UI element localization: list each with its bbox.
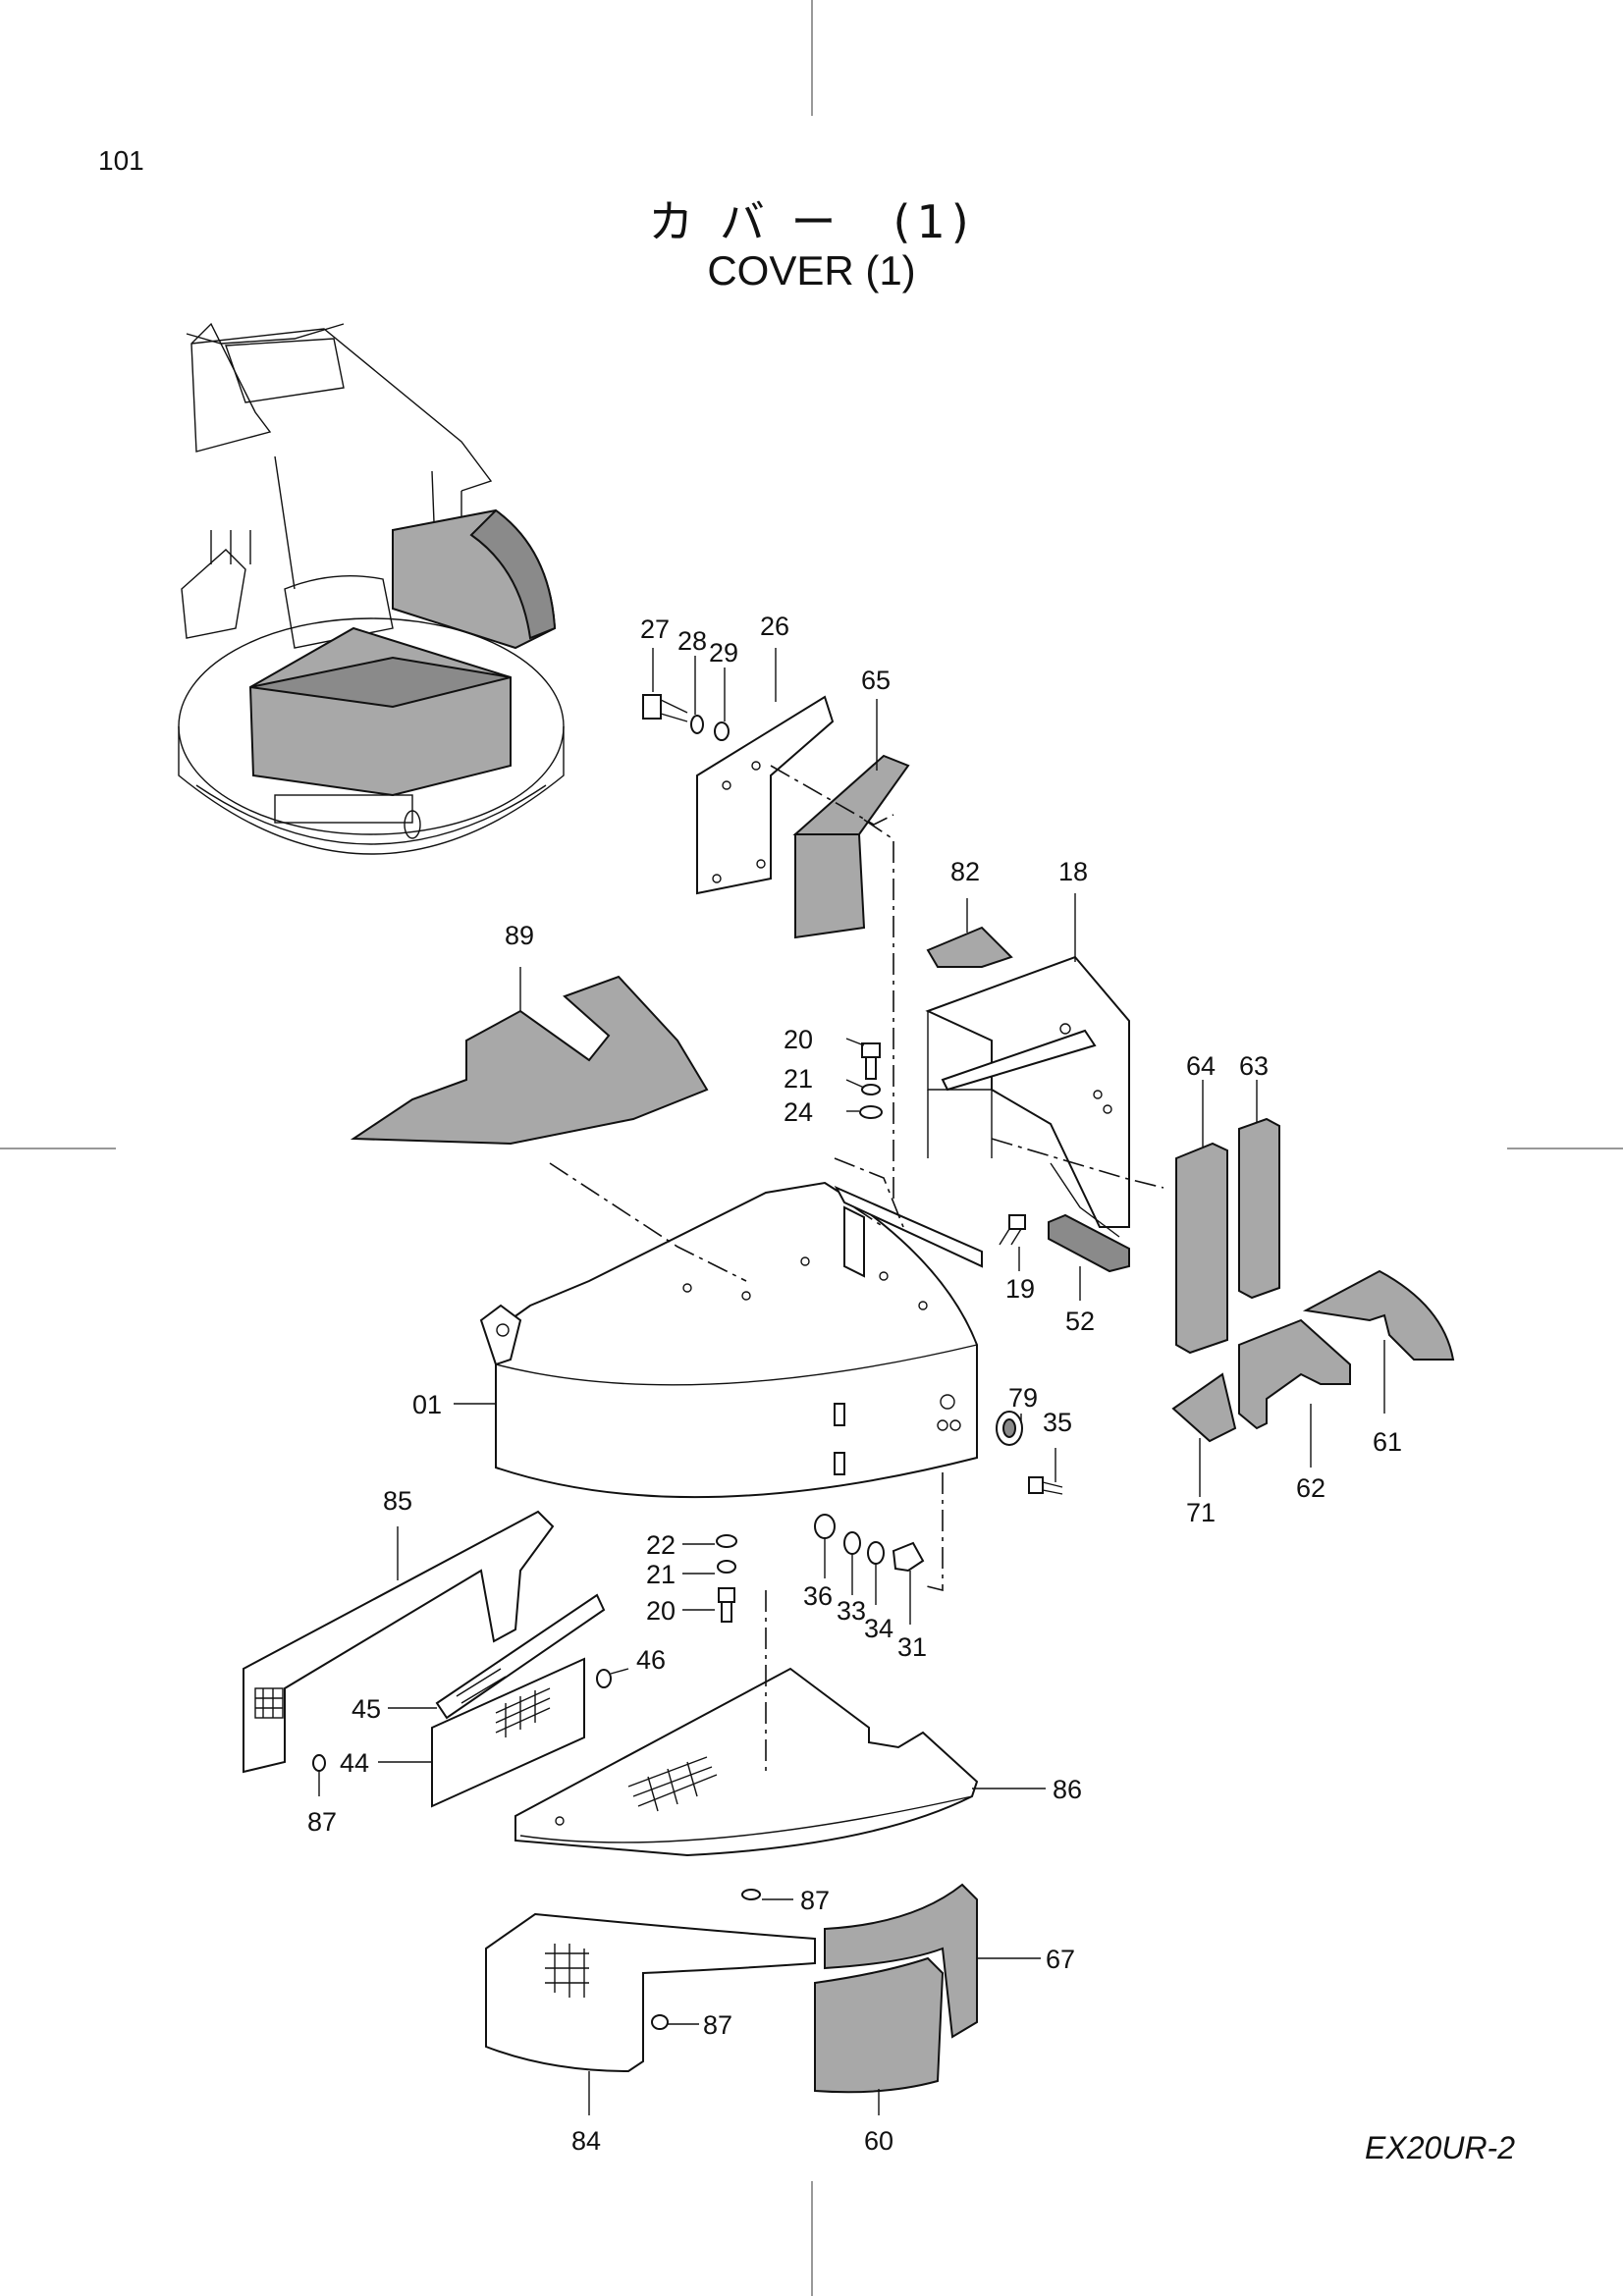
callout-64: 64 [1186, 1051, 1216, 1081]
callout-01: 01 [412, 1390, 442, 1419]
callout-21-upper: 21 [784, 1064, 813, 1094]
callout-27: 27 [640, 614, 670, 644]
callout-labels: 27 28 29 26 65 82 18 89 20 21 24 64 63 1… [307, 612, 1402, 2156]
callout-79: 79 [1008, 1383, 1038, 1413]
part-18-bracket-frame [925, 955, 1130, 1238]
callout-60: 60 [864, 2126, 893, 2156]
part-60-pad [814, 1956, 945, 2094]
callout-84: 84 [571, 2126, 601, 2156]
callout-20-upper: 20 [784, 1025, 813, 1054]
callout-85: 85 [383, 1486, 412, 1516]
bolt-19 [999, 1214, 1026, 1246]
callout-87-c: 87 [703, 2010, 732, 2040]
callout-22: 22 [646, 1530, 676, 1560]
part-67-pad [824, 1883, 978, 2039]
part-52-bar [1048, 1213, 1130, 1273]
callout-45: 45 [352, 1694, 381, 1724]
part-01-counterweight [479, 1181, 983, 1499]
callout-67: 67 [1046, 1945, 1075, 1974]
callout-26: 26 [760, 612, 789, 641]
part-63-pad [1238, 1117, 1280, 1300]
part-65-pad [792, 754, 910, 939]
bolt-20-washers-21-24-upper [859, 1042, 883, 1119]
part-84-rear-cover [485, 1912, 816, 2073]
callout-65: 65 [861, 666, 891, 695]
callout-35: 35 [1043, 1408, 1072, 1437]
bolt-20-washers-21-22-lower [716, 1534, 737, 1623]
model-code: EX20UR-2 [1365, 2130, 1515, 2165]
title-japanese: カ バ ー (1) [648, 195, 975, 248]
callout-82: 82 [950, 857, 980, 886]
part-62-block [1238, 1318, 1351, 1430]
callout-28: 28 [677, 626, 707, 656]
callout-21-lower: 21 [646, 1560, 676, 1589]
callout-19: 19 [1005, 1274, 1035, 1304]
part-86-floor-plate [514, 1667, 979, 1857]
leader-lines [318, 648, 1385, 2115]
part-82-seal [926, 926, 1013, 968]
callout-44: 44 [340, 1748, 369, 1778]
callout-71: 71 [1186, 1498, 1216, 1527]
callout-46: 46 [636, 1645, 666, 1675]
nut-36-washers-33-34-latch-31 [814, 1514, 925, 1573]
part-85-side-panel [243, 1510, 555, 1774]
callout-87-b: 87 [800, 1886, 830, 1915]
callout-89: 89 [505, 921, 534, 950]
callout-20-lower: 20 [646, 1596, 676, 1626]
washer-87 [312, 1754, 761, 2030]
title-english: COVER (1) [707, 247, 916, 294]
page-number: 101 [98, 145, 144, 176]
callout-62: 62 [1296, 1473, 1325, 1503]
part-61-block [1302, 1269, 1455, 1361]
part-45-louver [435, 1593, 606, 1720]
assembly-centerlines [549, 765, 1164, 1777]
machine-overview-illustration [178, 322, 565, 855]
callout-36: 36 [803, 1581, 833, 1611]
callout-34: 34 [864, 1614, 893, 1643]
callout-31: 31 [897, 1632, 927, 1662]
part-44-grille-panel [431, 1657, 585, 1808]
callout-29: 29 [709, 638, 738, 667]
part-64-pad [1175, 1142, 1228, 1355]
part-71-wedge [1171, 1372, 1237, 1443]
callout-24: 24 [784, 1097, 813, 1127]
callout-87-a: 87 [307, 1807, 337, 1837]
grommet-79 [996, 1411, 1023, 1446]
callout-86: 86 [1053, 1775, 1082, 1804]
part-89-sheet [350, 975, 709, 1146]
callout-18: 18 [1058, 857, 1088, 886]
callout-61: 61 [1373, 1427, 1402, 1457]
callout-33: 33 [837, 1596, 866, 1626]
bolt-35 [1028, 1476, 1063, 1495]
washer-46 [596, 1669, 612, 1688]
bolt-27-washers-28-29 [642, 694, 730, 741]
callout-63: 63 [1239, 1051, 1269, 1081]
part-26-plate [696, 695, 835, 895]
callout-52: 52 [1065, 1307, 1095, 1336]
